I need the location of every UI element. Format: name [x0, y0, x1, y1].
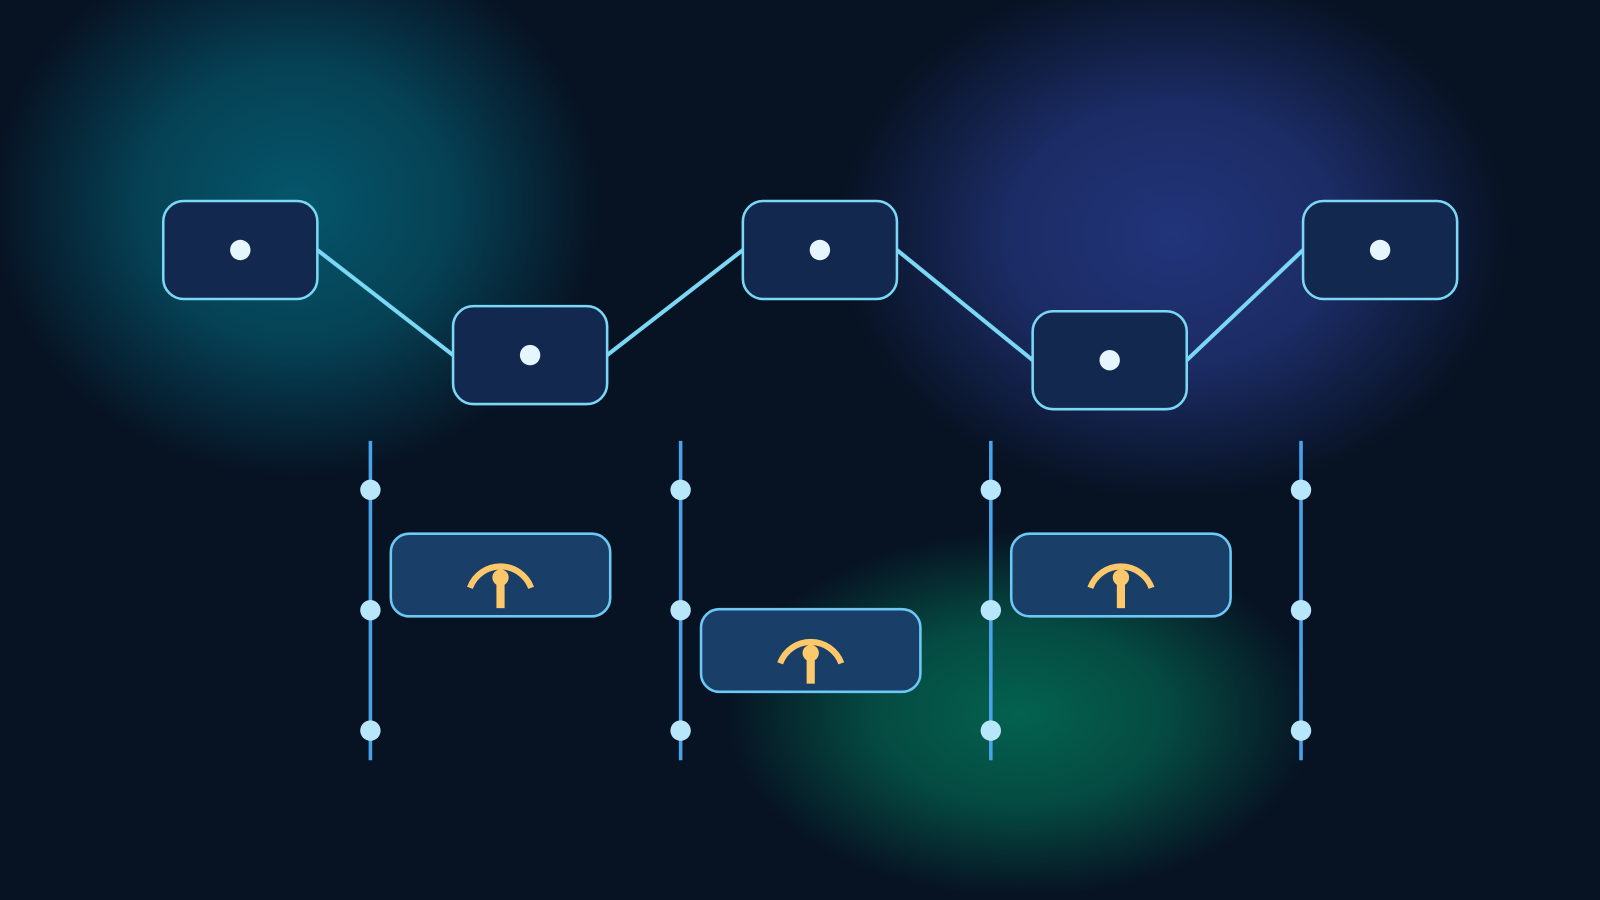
connector-line [316, 248, 455, 357]
antenna-signal-icon-arc [1087, 563, 1155, 589]
antenna-signal-icon [1112, 569, 1130, 586]
connector-line [1185, 248, 1305, 362]
antenna-signal-icon-stem [806, 653, 815, 684]
rail-dot [1290, 720, 1312, 741]
rail-dot [360, 600, 381, 621]
antenna-signal-icon-arc [467, 563, 534, 589]
antenna-signal-icon [802, 644, 819, 662]
dot-icon [809, 239, 831, 261]
rail-dot [670, 600, 691, 621]
rail-dot [1290, 600, 1312, 621]
connector-line [895, 248, 1034, 362]
rail-dot [360, 720, 381, 741]
dot-icon [1099, 350, 1120, 371]
rail-dot [980, 479, 1002, 500]
antenna-signal-icon-stem [1116, 577, 1125, 609]
blue-glow [836, 0, 1511, 500]
dot-icon [519, 344, 541, 366]
antenna-signal-icon-stem [496, 577, 505, 609]
antenna-signal-icon [492, 569, 509, 586]
rail-dot [980, 600, 1002, 621]
rail-dot [1290, 479, 1312, 500]
rail-dot [360, 479, 381, 500]
antenna-signal-icon-arc [777, 638, 845, 665]
rail-dot [670, 479, 691, 500]
connector-line [605, 248, 745, 357]
rail-dot [980, 720, 1002, 741]
dot-icon [1369, 239, 1391, 261]
rail-dot [670, 720, 691, 741]
dot-icon [230, 239, 251, 261]
